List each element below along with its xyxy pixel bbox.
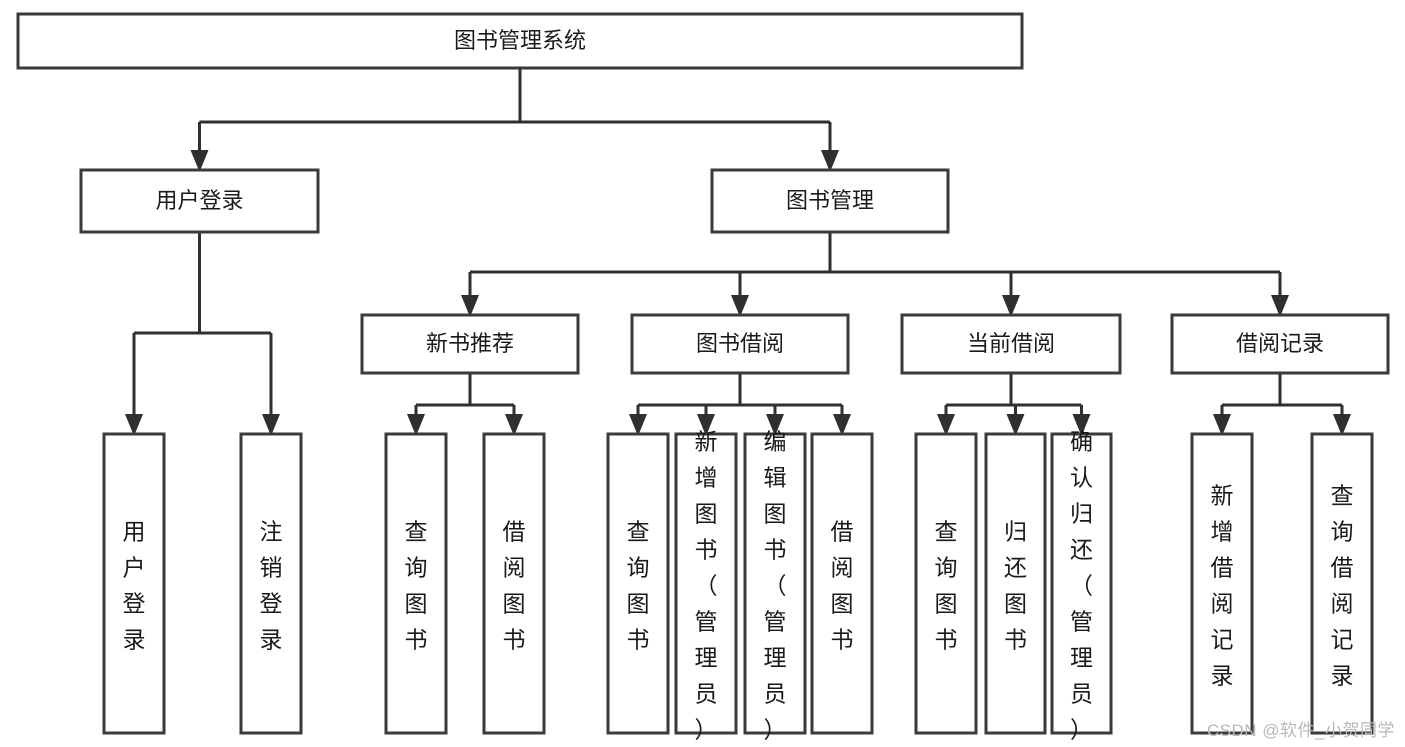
node-box [743,432,807,735]
node-l3-current[interactable]: 当前借阅 [900,313,1122,375]
node-leaf-cb-query[interactable]: 查询图书 [914,432,978,735]
node-box [482,432,546,735]
node-label: 注销登录 [260,519,283,653]
arrow-head-icon [262,414,280,436]
node-label: 借阅记录 [1236,331,1324,356]
arrow-head-icon [1271,295,1289,317]
connector-layer [125,68,1351,436]
node-layer: 图书管理系统用户登录图书管理新书推荐图书借阅当前借阅借阅记录用户登录注销登录查询… [16,12,1390,743]
node-leaf-bb-borrow[interactable]: 借阅图书 [810,432,874,735]
node-label: 查询图书 [935,519,958,653]
node-label: 借阅图书 [831,519,854,653]
node-box [384,432,448,735]
node-leaf-rec-add[interactable]: 新增借阅记录 [1190,432,1254,735]
arrow-head-icon [505,414,523,436]
node-label: 用户登录 [123,519,146,653]
node-label: 查询图书 [405,519,428,653]
node-leaf-cb-confirm[interactable]: 确认归还（管理员） [1050,429,1113,743]
arrow-head-icon [1213,414,1231,436]
node-l2-user-login[interactable]: 用户登录 [79,168,320,234]
arrow-head-icon [731,295,749,317]
node-box [900,313,1122,375]
node-box [102,432,166,735]
arrow-head-icon [190,150,209,172]
node-box [606,432,670,735]
node-label: 新书推荐 [426,331,514,356]
arrow-head-icon [697,414,715,436]
node-label: 用户登录 [155,188,243,213]
node-label: 查询借阅记录 [1331,483,1354,689]
node-label: 新增图书（管理员） [695,429,718,743]
arrow-head-icon [1333,414,1351,436]
node-leaf-user-login[interactable]: 用户登录 [102,432,166,735]
node-label: 编辑图书（管理员） [764,429,787,743]
node-leaf-logout[interactable]: 注销登录 [239,432,303,735]
node-l3-borrow[interactable]: 图书借阅 [630,313,850,375]
node-label: 归还图书 [1004,519,1027,653]
node-l3-new-book[interactable]: 新书推荐 [360,313,580,375]
node-label: 查询图书 [627,519,650,653]
node-box [79,168,320,234]
node-leaf-rec-query[interactable]: 查询借阅记录 [1310,432,1374,735]
node-leaf-cb-return[interactable]: 归还图书 [984,432,1047,735]
node-leaf-nb-query[interactable]: 查询图书 [384,432,448,735]
arrow-head-icon [461,295,479,317]
node-leaf-bb-add[interactable]: 新增图书（管理员） [674,429,738,743]
node-label: 借阅图书 [503,519,526,653]
node-box [810,432,874,735]
node-box [239,432,303,735]
node-box [360,313,580,375]
node-leaf-nb-borrow[interactable]: 借阅图书 [482,432,546,735]
node-l2-book-mgmt[interactable]: 图书管理 [710,168,950,234]
arrow-head-icon [821,150,839,172]
node-label: 图书借阅 [696,331,784,356]
arrow-head-icon [125,414,143,436]
node-label: 确认归还（管理员） [1070,429,1093,743]
node-label: 当前借阅 [967,331,1055,356]
node-box [914,432,978,735]
arrow-head-icon [1006,414,1025,436]
node-label: 新增借阅记录 [1211,483,1234,689]
arrow-head-icon [937,414,955,436]
node-box [1170,313,1390,375]
node-root[interactable]: 图书管理系统 [16,12,1024,70]
node-box [984,432,1047,735]
node-box [1050,432,1113,735]
node-box [16,12,1024,70]
node-leaf-bb-query[interactable]: 查询图书 [606,432,670,735]
arrow-head-icon [1002,295,1020,317]
node-leaf-bb-edit[interactable]: 编辑图书（管理员） [743,429,807,743]
node-label: 图书管理 [786,188,874,213]
node-box [710,168,950,234]
node-l3-record[interactable]: 借阅记录 [1170,313,1390,375]
node-box [1190,432,1254,735]
node-box [1310,432,1374,735]
arrow-head-icon [629,414,647,436]
node-box [674,432,738,735]
node-box [630,313,850,375]
arrow-head-icon [407,414,425,436]
arrow-head-icon [766,414,784,436]
arrow-head-icon [1072,414,1091,436]
node-label: 图书管理系统 [454,28,586,53]
arrow-head-icon [833,414,851,436]
